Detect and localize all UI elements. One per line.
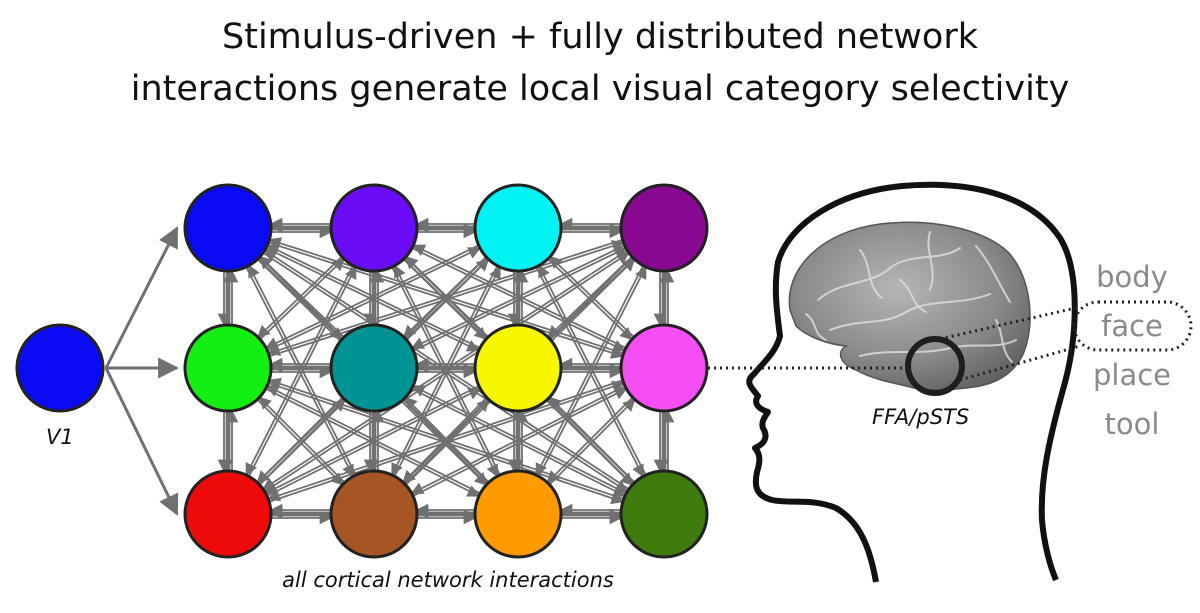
title-line-2: interactions generate local visual categ… [131,69,1070,109]
network-node-r2-c2 [329,323,419,413]
network-edge [546,396,634,484]
network-edges [217,217,675,525]
v1-input-arrow [104,226,179,369]
v1-label: V1 [46,425,74,449]
category-label-tool: tool [1105,407,1160,441]
category-label-place: place [1093,358,1171,392]
network-node-r3-c1 [183,469,273,559]
network-nodes [183,183,709,559]
network-edge [546,398,634,486]
network-edge [264,244,480,349]
network-edge [269,240,625,358]
network-edge [267,379,624,502]
network-node-r1-c3 [473,183,563,273]
network-node-r1-c4 [619,183,709,273]
category-label-body: body [1096,260,1168,294]
network-node-r3-c3 [473,469,563,559]
network-node-r1-c2 [329,183,419,273]
network-node-r2-c1 [183,323,273,413]
network-edge [259,257,345,340]
network-edge [548,396,636,484]
network-node-r2-c3 [473,323,563,413]
network-edge [258,396,346,484]
network-caption: all cortical network interactions [282,568,614,592]
v1-input-arrows [104,226,180,516]
network-edge [548,398,636,486]
network-edge [264,385,480,495]
head-illustration [746,181,1078,583]
network-edge [410,244,626,349]
connector-roi-to-face-bottom [959,344,1081,382]
v1-input-arrow [104,367,179,516]
network-edge [267,238,623,356]
v1-node [15,323,105,413]
head-outline [746,181,1078,583]
network-node-r1-c1 [183,183,273,273]
network-node-r3-c4 [619,469,709,559]
brain-surface [788,221,1031,391]
network-edge [266,387,482,497]
network-edge [268,380,625,503]
roi-circle [905,336,965,396]
network-node-r3-c2 [329,469,419,559]
network-edge [410,385,626,495]
network-edge [256,398,344,486]
network-edge [257,256,343,339]
network-edge [258,398,346,486]
category-labels: body face place tool [1093,260,1171,441]
title-line-1: Stimulus-driven + fully distributed netw… [222,17,979,57]
network-edge [266,247,482,352]
brain-sulci [805,231,1017,363]
network-node-r2-c4 [619,323,709,413]
roi-label: FFA/pSTS [872,405,969,429]
network-edge [256,396,344,484]
network-edge [412,247,628,352]
network-edge [412,387,628,497]
category-label-face: face [1101,309,1163,343]
brain-image [788,221,1031,391]
